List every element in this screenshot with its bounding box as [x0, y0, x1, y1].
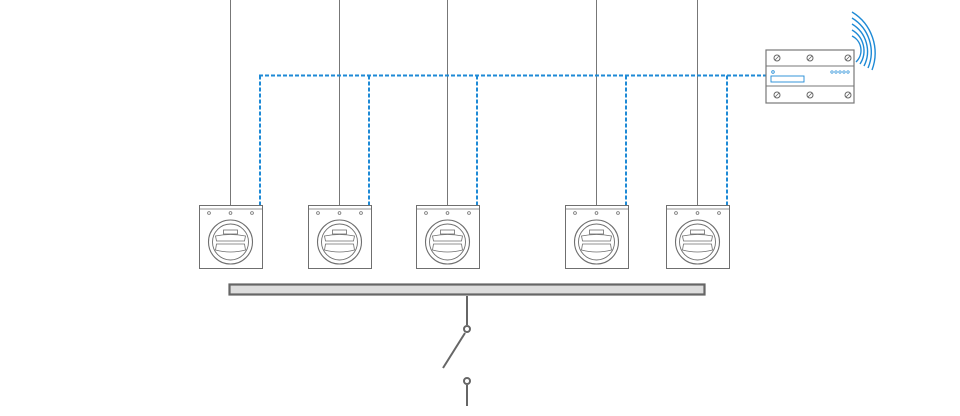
- din-rail-gateway-icon[interactable]: [765, 49, 855, 104]
- switch-icon[interactable]: [442, 296, 471, 406]
- energy-meter-icon[interactable]: [416, 205, 480, 269]
- screw-icon: [844, 91, 852, 99]
- led-icon: [834, 70, 838, 74]
- wireless-signal-icon: [851, 11, 876, 71]
- data-links: [259, 74, 766, 205]
- energy-meter-icon[interactable]: [308, 205, 372, 269]
- energy-meter-icon[interactable]: [199, 205, 263, 269]
- led-icon: [846, 70, 850, 74]
- screw-icon: [773, 91, 781, 99]
- energy-meter-icon[interactable]: [565, 205, 629, 269]
- meters: [199, 205, 730, 269]
- feeder-lines: [230, 0, 698, 205]
- led-icon: [842, 70, 846, 74]
- led-icon: [830, 70, 834, 74]
- screw-icon: [806, 54, 814, 62]
- screw-icon: [806, 91, 814, 99]
- energy-meter-icon[interactable]: [666, 205, 730, 269]
- bus-bar: [228, 283, 706, 296]
- screw-icon: [773, 54, 781, 62]
- screw-icon: [844, 54, 852, 62]
- led-icon: [838, 70, 842, 74]
